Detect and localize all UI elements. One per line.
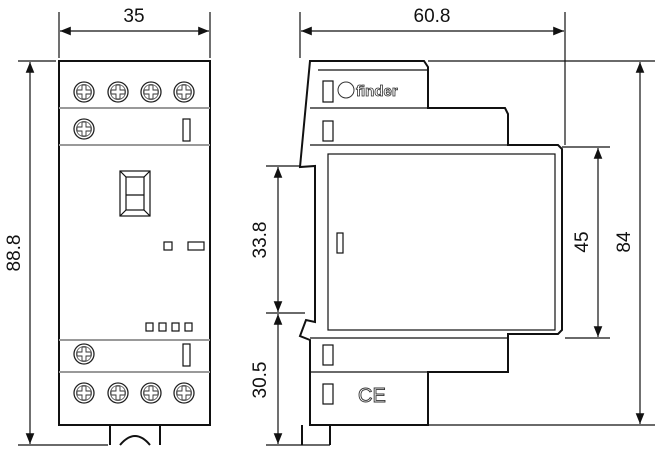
dip-switch-icon xyxy=(145,322,193,332)
upper-rail-label: 33.8 xyxy=(250,222,271,259)
width-label: 35 xyxy=(123,6,144,27)
led-indicator-icon xyxy=(163,241,173,251)
lower-rail-label: 30.5 xyxy=(250,362,271,399)
brand-logo-text: finder xyxy=(356,83,398,100)
total-height-label: 84 xyxy=(614,231,635,253)
label-slot-icon xyxy=(182,343,191,367)
height-label: 88.8 xyxy=(4,235,25,272)
front-view: 35 88.8 xyxy=(4,6,211,446)
side-view: 60.8 finder CE 33.8 30.5 45 84 xyxy=(250,6,655,446)
din-clip-icon xyxy=(109,425,161,446)
led-indicator-icon xyxy=(187,241,205,251)
front-housing xyxy=(58,60,211,426)
screw-terminal-icon xyxy=(73,81,195,404)
side-housing xyxy=(298,60,563,426)
cover-height-label: 45 xyxy=(572,231,593,252)
ce-mark: CE xyxy=(358,385,386,407)
display-window-icon xyxy=(119,170,151,217)
depth-label: 60.8 xyxy=(414,6,451,27)
finder-logo: finder xyxy=(337,81,398,100)
din-rail-clip-icon xyxy=(301,425,331,445)
label-slot-icon xyxy=(182,118,191,142)
front-cover xyxy=(327,153,556,331)
